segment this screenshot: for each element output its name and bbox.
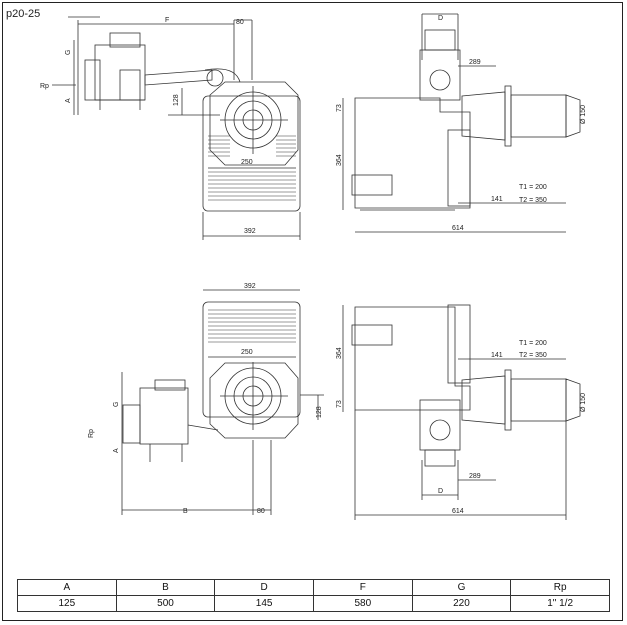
technical-drawing: F 80 G Rp A 128 250 xyxy=(40,13,587,520)
dimension-table: A B D F G Rp 125 500 145 580 220 1" 1/2 xyxy=(17,579,610,612)
dim-G-bottom: G xyxy=(113,402,120,407)
dim-t1-bottom: T1 = 200 xyxy=(519,340,547,347)
dim-t2-bottom: T2 = 350 xyxy=(519,352,547,359)
table-header-cell: A xyxy=(17,579,117,596)
dim-250-bottom: 250 xyxy=(241,349,253,356)
dim-80-bottom: 80 xyxy=(257,508,265,515)
dim-Rp-top: Rp xyxy=(40,83,49,90)
top-right-view: D 289 Ø 150 73 364 T1 = 200 T2 = 350 141… xyxy=(336,13,587,233)
dim-392-top: 392 xyxy=(244,228,256,235)
dim-364-bottom: 364 xyxy=(336,347,343,359)
dim-80-top: 80 xyxy=(236,19,244,26)
dim-Rp-bottom: Rp xyxy=(88,429,95,438)
dim-D-top: D xyxy=(438,15,443,22)
dim-73-bottom: 73 xyxy=(336,400,343,408)
dim-73-top: 73 xyxy=(336,104,343,112)
dim-392-bottom: 392 xyxy=(244,283,256,290)
dim-250-top: 250 xyxy=(241,159,253,166)
table-row: 125 500 145 580 220 1" 1/2 xyxy=(17,595,610,612)
dim-t1-top: T1 = 200 xyxy=(519,184,547,191)
dim-G-top: G xyxy=(65,50,72,55)
table-cell: 500 xyxy=(115,595,216,612)
bottom-right-view: 364 73 T1 = 200 T2 = 350 141 Ø 150 289 D… xyxy=(336,304,587,520)
table-cell: 580 xyxy=(312,595,413,612)
dim-128-bottom: 128 xyxy=(316,406,323,418)
table-header-cell: Rp xyxy=(510,579,610,596)
bottom-left-view: 392 250 G Rp A B 80 xyxy=(88,283,324,515)
table-cell: 125 xyxy=(17,595,117,612)
top-left-view: F 80 G Rp A 128 250 xyxy=(40,16,301,240)
table-header-cell: B xyxy=(115,579,216,596)
table-header-row: A B D F G Rp xyxy=(17,579,610,596)
dim-A-top: A xyxy=(65,98,72,103)
dim-D-bottom: D xyxy=(438,488,443,495)
dim-289-bottom: 289 xyxy=(469,473,481,480)
dim-d150-top: Ø 150 xyxy=(580,105,587,124)
table-cell: 220 xyxy=(411,595,512,612)
table-header-cell: D xyxy=(214,579,314,596)
table-cell: 145 xyxy=(214,595,314,612)
table-cell: 1" 1/2 xyxy=(510,595,610,612)
dim-141-top: 141 xyxy=(491,196,503,203)
dim-141-bottom: 141 xyxy=(491,352,503,359)
table-header-cell: F xyxy=(312,579,413,596)
dim-614-bottom: 614 xyxy=(452,508,464,515)
dim-A-bottom: A xyxy=(113,448,120,453)
model-label: p20-25 xyxy=(6,8,41,20)
dim-289-top: 289 xyxy=(469,59,481,66)
dim-F: F xyxy=(165,17,169,24)
dim-128-top: 128 xyxy=(173,94,180,106)
dim-d150-bottom: Ø 150 xyxy=(580,393,587,412)
dim-B-bottom: B xyxy=(183,508,188,515)
table-header-cell: G xyxy=(411,579,512,596)
dim-t2-top: T2 = 350 xyxy=(519,197,547,204)
dim-364-top: 364 xyxy=(336,154,343,166)
dim-614-top: 614 xyxy=(452,225,464,232)
